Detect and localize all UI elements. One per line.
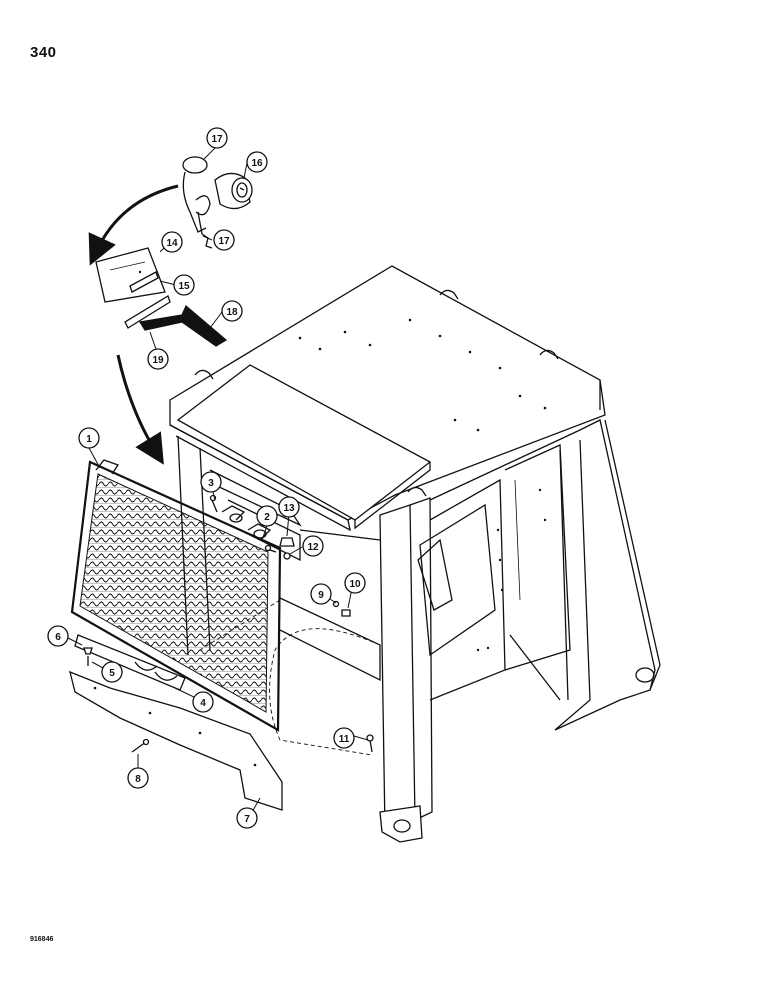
right-side-frame — [429, 419, 656, 731]
callout-18: 18 — [221, 300, 243, 322]
strip — [129, 271, 159, 293]
front-right-post — [379, 504, 416, 831]
callout-11: 11 — [333, 727, 355, 749]
callout-12: 12 — [302, 535, 324, 557]
svg-text:7: 7 — [244, 814, 250, 825]
hardware — [83, 494, 374, 753]
callout-10: 10 — [344, 572, 366, 594]
callout-1: 1 — [78, 427, 100, 449]
svg-text:6: 6 — [55, 632, 61, 643]
lower-plate — [69, 670, 283, 811]
callout-4: 4 — [192, 691, 214, 713]
callout-17-key: 17 — [213, 229, 235, 251]
svg-text:17: 17 — [218, 236, 230, 247]
callout-15: 15 — [173, 274, 195, 296]
svg-text:2: 2 — [264, 512, 270, 523]
callout-9: 9 — [310, 583, 332, 605]
svg-text:8: 8 — [135, 774, 141, 785]
callout-13: 13 — [278, 496, 300, 518]
svg-text:16: 16 — [251, 158, 263, 169]
svg-text:15: 15 — [178, 281, 190, 292]
svg-text:5: 5 — [109, 668, 115, 679]
arrow-lower — [116, 354, 164, 465]
svg-text:13: 13 — [283, 503, 295, 514]
arrow-upper — [88, 184, 179, 266]
callout-5: 5 — [101, 661, 123, 683]
seal-angle — [138, 304, 228, 347]
lower-crossbar — [279, 597, 381, 682]
svg-text:11: 11 — [339, 734, 350, 745]
roof-rivets — [298, 318, 547, 432]
post-foot — [379, 805, 423, 843]
callout-17: 17 — [206, 127, 228, 149]
callout-16: 16 — [246, 151, 268, 173]
svg-text:4: 4 — [200, 698, 206, 709]
svg-text:9: 9 — [318, 590, 324, 601]
callout-2: 2 — [256, 505, 278, 527]
callout-8: 8 — [127, 767, 149, 789]
svg-text:10: 10 — [349, 579, 361, 590]
callout-3: 3 — [200, 471, 222, 493]
svg-text:12: 12 — [307, 542, 319, 553]
svg-text:14: 14 — [166, 238, 178, 249]
door-opening — [419, 503, 496, 657]
page-number: 340 — [30, 44, 57, 61]
figure-code: 916846 — [30, 936, 54, 943]
svg-text:19: 19 — [152, 355, 164, 366]
svg-text:18: 18 — [226, 307, 238, 318]
svg-text:17: 17 — [211, 134, 223, 145]
svg-text:1: 1 — [86, 434, 92, 445]
side-rivets — [476, 488, 547, 652]
callout-6: 6 — [47, 625, 69, 647]
svg-text:3: 3 — [208, 478, 214, 489]
callout-7: 7 — [236, 807, 258, 829]
lock-assembly — [182, 156, 253, 249]
cab-frame — [169, 265, 661, 843]
guard-screen — [70, 459, 282, 732]
callout-19: 19 — [147, 348, 169, 370]
callout-14: 14 — [161, 231, 183, 253]
